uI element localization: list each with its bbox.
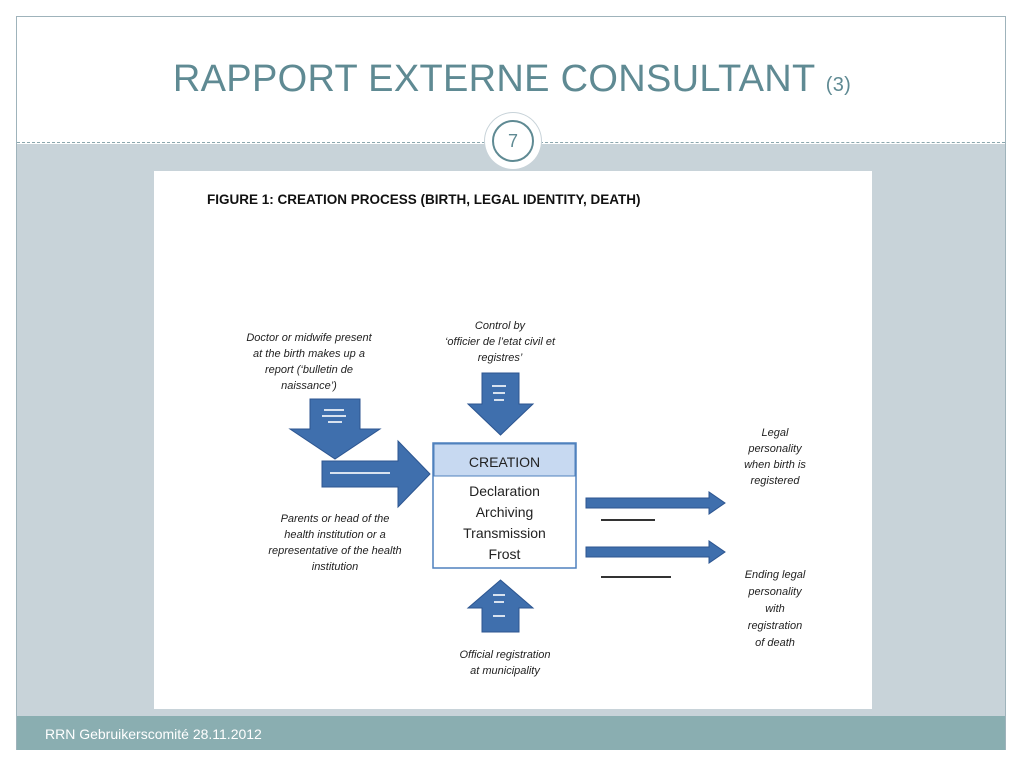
arrow-inner-marks xyxy=(322,385,506,617)
ending-note-line: registration xyxy=(748,620,802,632)
legal-note-line: personality xyxy=(747,443,803,455)
page-number-badge: 7 xyxy=(488,116,538,166)
slide-title-suffix: (3) xyxy=(825,74,852,96)
slide-title: RAPPORT EXTERNE CONSULTANT (3) xyxy=(0,58,1024,101)
control-note-line: registres’ xyxy=(478,352,523,364)
parents-note-line: institution xyxy=(312,561,358,573)
output-arrow-marks xyxy=(601,519,671,578)
doctor-note-line: Doctor or midwife present xyxy=(246,332,372,344)
parents-note: Parents or head of the health institutio… xyxy=(268,513,401,573)
slide-title-main: RAPPORT EXTERNE CONSULTANT xyxy=(172,58,815,100)
parents-note-line: representative of the health xyxy=(268,545,401,557)
ending-note-line: of death xyxy=(755,637,795,649)
creation-item: Transmission xyxy=(463,525,546,541)
doctor-note-line: report (‘bulletin de xyxy=(265,364,353,376)
ending-note-line: with xyxy=(765,603,785,615)
control-note-line: ‘officier de l’etat civil et xyxy=(445,336,556,348)
output-arrow-death xyxy=(585,540,726,564)
legal-note-line: when birth is xyxy=(744,459,806,471)
ending-note: Ending legal personality with registrati… xyxy=(745,569,806,649)
creation-item: Declaration xyxy=(469,483,540,499)
figure-panel: FIGURE 1: CREATION PROCESS (BIRTH, LEGAL… xyxy=(154,171,872,709)
figure-caption: FIGURE 1: CREATION PROCESS (BIRTH, LEGAL… xyxy=(207,192,641,207)
control-note: Control by ‘officier de l’etat civil et … xyxy=(445,320,556,364)
ending-note-line: Ending legal xyxy=(745,569,806,581)
control-note-line: Control by xyxy=(475,320,527,332)
ending-note-line: personality xyxy=(747,586,803,598)
divider-right xyxy=(540,142,1005,143)
doctor-note-line: at the birth makes up a xyxy=(253,348,365,360)
creation-item: Archiving xyxy=(476,504,534,520)
footer-bar: RRN Gebruikerscomité 28.11.2012 xyxy=(17,716,1005,750)
up-arrow-municipality xyxy=(466,579,535,633)
creation-header: CREATION xyxy=(469,454,540,470)
legal-note-line: Legal xyxy=(762,427,789,439)
official-note-line: at municipality xyxy=(470,665,541,677)
footer-text: RRN Gebruikerscomité 28.11.2012 xyxy=(45,726,262,742)
legal-note: Legal personality when birth is register… xyxy=(744,427,806,487)
page-number: 7 xyxy=(507,130,518,151)
down-arrow-control xyxy=(466,372,535,436)
parents-note-line: Parents or head of the xyxy=(281,513,390,525)
doctor-note-line: naissance’) xyxy=(281,380,337,392)
creation-box: CREATION Declaration Archiving Transmiss… xyxy=(432,442,577,569)
official-note: Official registration at municipality xyxy=(459,649,550,677)
official-note-line: Official registration xyxy=(459,649,550,661)
down-arrow-doctor xyxy=(288,398,382,460)
creation-process-diagram: FIGURE 1: CREATION PROCESS (BIRTH, LEGAL… xyxy=(207,192,806,677)
doctor-note: Doctor or midwife present at the birth m… xyxy=(246,332,372,392)
output-arrow-legal xyxy=(585,491,726,515)
legal-note-line: registered xyxy=(751,475,801,487)
parents-note-line: health institution or a xyxy=(284,529,386,541)
creation-item: Frost xyxy=(489,546,521,562)
divider-left xyxy=(17,142,485,143)
